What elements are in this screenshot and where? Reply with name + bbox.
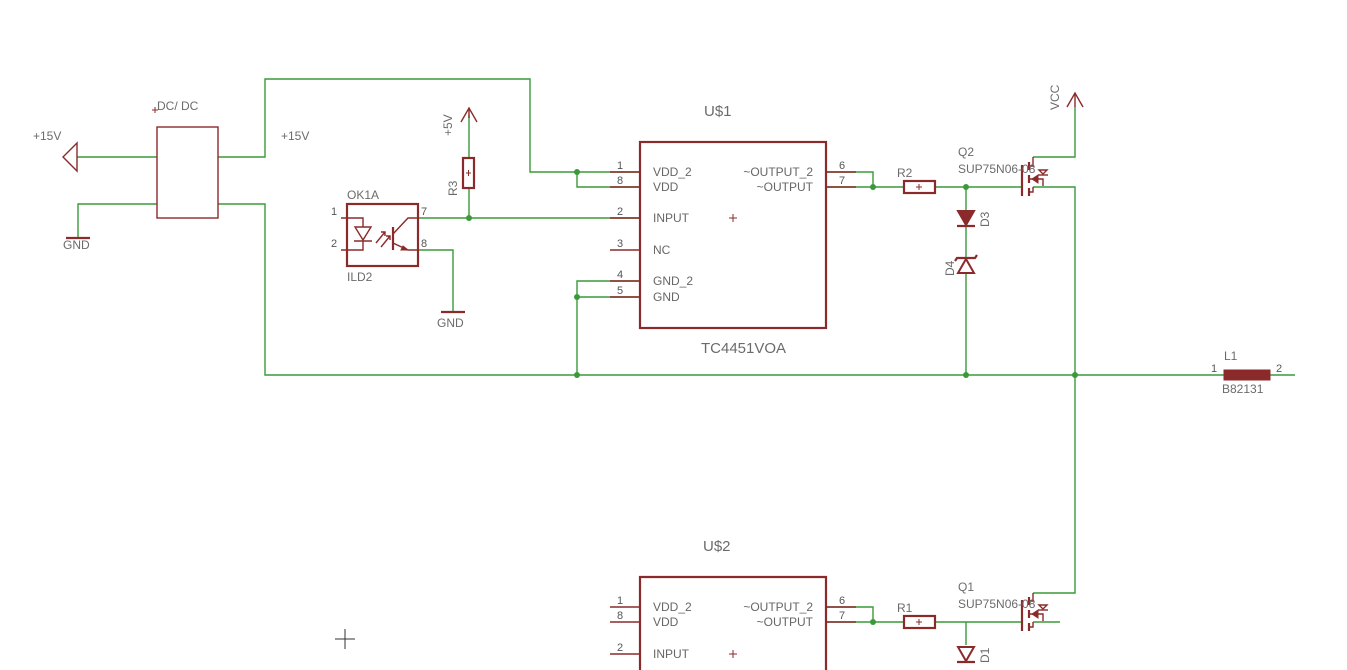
ground-left[interactable]: GND — [63, 236, 90, 252]
ok-pin-8: 8 — [421, 238, 427, 250]
supply-15v-left[interactable]: +15V — [33, 129, 78, 173]
dcdc-converter[interactable]: DC/ DC — [152, 99, 219, 219]
dcdc-label: DC/ DC — [157, 99, 199, 113]
supply-15v-right: +15V — [281, 129, 309, 143]
d3-label: D3 — [978, 211, 992, 227]
supply-5v[interactable]: +5V — [441, 106, 478, 136]
inductor-l1[interactable]: 1 2 L1 B82131 — [1211, 349, 1282, 396]
r1-label: R1 — [897, 601, 913, 615]
ground-left-label: GND — [63, 238, 90, 252]
u1-name-label: U$1 — [704, 103, 732, 120]
ic-u1[interactable]: 1 8 2 3 4 5 6 7 VDD_2 VDD INPUT NC GND_2… — [610, 103, 856, 357]
u1-pin-num-3: 3 — [617, 238, 623, 250]
l1-value-label: B82131 — [1222, 382, 1264, 396]
ok-name-label: OK1A — [347, 188, 379, 202]
supply-vcc[interactable]: VCC — [1048, 84, 1084, 110]
ground-opto-label: GND — [437, 316, 464, 330]
supply-15v-left-label: +15V — [33, 129, 61, 143]
ground-opto[interactable]: GND — [437, 310, 465, 330]
mosfet-q2[interactable]: Q2 SUP75N06-08 — [958, 145, 1049, 196]
ok-pin-1: 1 — [331, 206, 337, 218]
resistor-r1[interactable]: R1 — [897, 601, 937, 630]
q2-value-label: SUP75N06-08 — [958, 162, 1036, 176]
u2-pin-name-out2: ~OUTPUT_2 — [743, 600, 813, 614]
u1-pin-name-vdd2: VDD_2 — [653, 165, 692, 179]
u1-pin-name-nc: NC — [653, 243, 671, 257]
resistor-r3[interactable]: R3 — [446, 156, 476, 196]
mosfet-q1[interactable]: Q1 SUP75N06-08 — [958, 580, 1049, 631]
u2-pin-name-vdd: VDD — [653, 615, 679, 629]
u1-value-label: TC4451VOA — [701, 340, 786, 357]
l1-pin-2: 2 — [1276, 363, 1282, 375]
l1-name-label: L1 — [1224, 349, 1238, 363]
ok-pin-2: 2 — [331, 238, 337, 250]
wires — [77, 78, 1295, 645]
u2-pin-num-7: 7 — [839, 610, 845, 622]
u1-pin-name-out2: ~OUTPUT_2 — [743, 165, 813, 179]
junctions — [466, 169, 1078, 625]
diode-d3[interactable]: D3 — [956, 210, 992, 228]
q1-value-label: SUP75N06-08 — [958, 597, 1036, 611]
r2-label: R2 — [897, 166, 913, 180]
r3-label: R3 — [446, 180, 460, 196]
ok-value-label: ILD2 — [347, 270, 373, 284]
u1-pin-num-2: 2 — [617, 206, 623, 218]
ic-u2[interactable]: 1 8 2 6 7 VDD_2 VDD INPUT ~OUTPUT_2 ~OUT… — [610, 538, 856, 670]
u2-pin-name-input: INPUT — [653, 647, 690, 661]
u1-pin-name-vdd: VDD — [653, 180, 679, 194]
u1-pin-num-1: 1 — [617, 160, 623, 172]
u1-pin-num-8: 8 — [617, 175, 623, 187]
d4-label: D4 — [943, 260, 957, 276]
supply-15v-right-label: +15V — [281, 129, 309, 143]
q1-name-label: Q1 — [958, 580, 974, 594]
u2-pin-num-1: 1 — [617, 595, 623, 607]
u1-pin-num-4: 4 — [617, 269, 623, 281]
u1-pin-num-5: 5 — [617, 285, 623, 297]
l1-pin-1: 1 — [1211, 363, 1217, 375]
diode-d4[interactable]: D4 — [943, 254, 978, 276]
q2-name-label: Q2 — [958, 145, 974, 159]
u2-name-label: U$2 — [703, 538, 731, 555]
u1-pin-num-6: 6 — [839, 160, 845, 172]
vcc-label: VCC — [1048, 84, 1062, 110]
u2-pin-name-vdd2: VDD_2 — [653, 600, 692, 614]
u1-pin-num-7: 7 — [839, 175, 845, 187]
supply-5v-label: +5V — [441, 114, 455, 136]
u1-pin-name-gnd2: GND_2 — [653, 274, 693, 288]
optocoupler-ok1a[interactable]: 1 2 7 8 OK1A ILD2 — [331, 188, 427, 284]
u1-pin-name-out: ~OUTPUT — [757, 180, 814, 194]
u1-pin-name-gnd: GND — [653, 290, 680, 304]
diode-d1[interactable]: D1 — [956, 646, 992, 664]
u2-pin-num-8: 8 — [617, 610, 623, 622]
resistor-r2[interactable]: R2 — [897, 166, 937, 195]
u2-pin-num-2: 2 — [617, 642, 623, 654]
crosshair-cursor-icon — [335, 629, 355, 649]
u2-pin-name-out: ~OUTPUT — [757, 615, 814, 629]
d1-label: D1 — [978, 647, 992, 663]
u1-pin-name-input: INPUT — [653, 211, 690, 225]
u2-pin-num-6: 6 — [839, 595, 845, 607]
ok-pin-7: 7 — [421, 206, 427, 218]
